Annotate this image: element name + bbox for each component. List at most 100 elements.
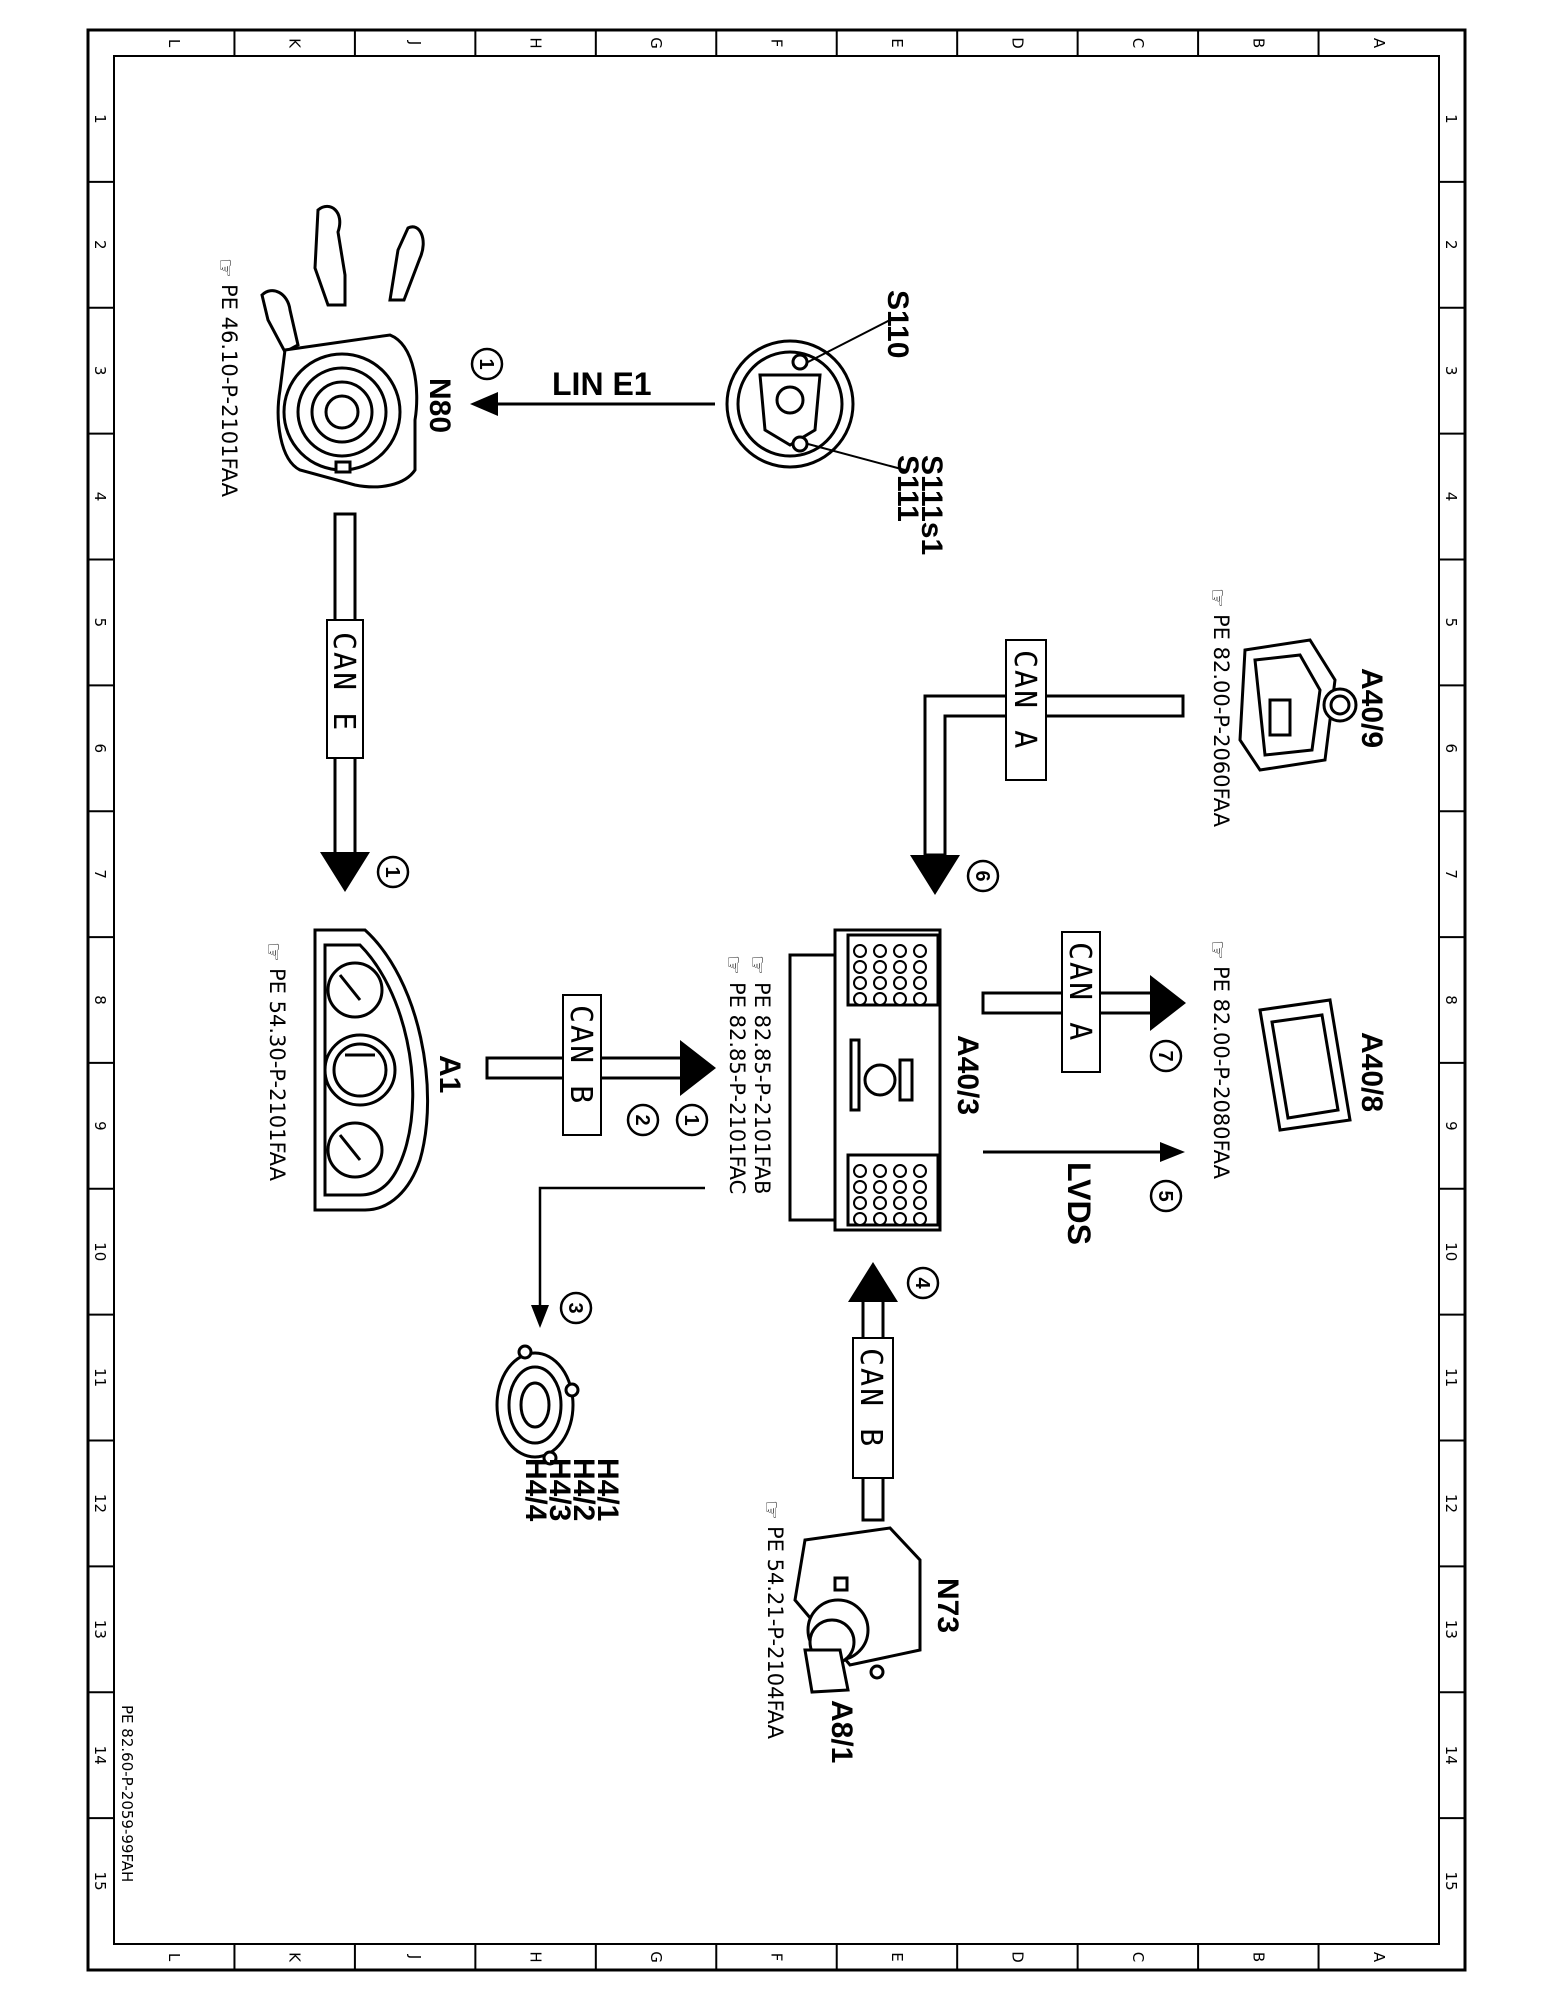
a8-1-label: A8/1 (825, 1700, 858, 1763)
marker-3: 3 (559, 1291, 593, 1325)
grid-row-label: 12 (91, 1494, 109, 1513)
lvds-connection: LVDS (983, 1142, 1185, 1245)
head-unit-button-dot (913, 960, 927, 974)
grid-row-label: 8 (91, 995, 109, 1005)
svg-text:PE 54.30-P-2101FAA: PE 54.30-P-2101FAA (265, 968, 289, 1182)
svg-text:7: 7 (1154, 1050, 1176, 1061)
svg-text:H4/3: H4/3 (543, 1458, 576, 1521)
grid-column-label: L (165, 39, 183, 48)
svg-text:PE 46.10-P-2101FAA: PE 46.10-P-2101FAA (217, 284, 241, 498)
grid-column-label: B (1249, 38, 1267, 48)
head-unit-button-dot (853, 992, 867, 1006)
h4-speaker-drawing (495, 1344, 580, 1466)
grid-column-label: C (1129, 38, 1147, 48)
can-a-bus-a40-9: CAN A (910, 639, 1185, 895)
svg-text:H4/1: H4/1 (591, 1458, 624, 1521)
grid-column-label: J (406, 40, 424, 45)
reference-pointer-icon: ☞ (759, 1500, 784, 1520)
svg-text:PE 82.85-P-2101FAC: PE 82.85-P-2101FAC (725, 982, 749, 1194)
head-unit-button-dot (873, 976, 887, 990)
document-reference: PE 82.60-P-2059-99FAH (118, 1705, 136, 1882)
svg-text:H4/4: H4/4 (519, 1458, 552, 1522)
n80-steering-column-module-drawing (260, 204, 425, 489)
head-unit-button-dot (853, 1180, 867, 1194)
a40-9-label: A40/9 (1355, 668, 1388, 748)
a40-3-label: A40/3 (951, 1035, 984, 1115)
grid-column-label: E (888, 1952, 906, 1961)
marker-5: 5 (1149, 1179, 1183, 1213)
grid-column-label: H (527, 1951, 545, 1962)
can-b-a1-label: CAN B (563, 1005, 598, 1105)
grid-column-label: J (406, 1954, 424, 1959)
s110-label: S110 (881, 290, 914, 358)
grid-column-label: K (286, 1952, 304, 1963)
a1-reference: ☞ PE 54.30-P-2101FAA (261, 942, 289, 1182)
head-unit-button-dot (893, 976, 907, 990)
head-unit-button-dot (913, 944, 927, 958)
head-unit-button-dot (873, 1180, 887, 1194)
marker-4: 4 (906, 1266, 940, 1300)
grid-row-label: 1 (91, 114, 109, 124)
a40-3-references: ☞ PE 82.85-P-2101FAB ☞ PE 82.85-P-2101FA… (721, 955, 774, 1194)
steering-wheel-drawing (725, 319, 906, 471)
a40-8-reference: ☞ PE 82.00-P-2080FAA (1205, 940, 1233, 1180)
can-e-bus: CAN E (320, 512, 370, 892)
head-unit-button-dot (893, 1212, 907, 1226)
head-unit-button-dot (893, 960, 907, 974)
grid-row-label: 2 (1442, 240, 1460, 250)
grid-row-label: 4 (91, 492, 109, 502)
grid-row-label: 2 (91, 240, 109, 250)
grid-column-label: D (1008, 37, 1026, 49)
svg-text:1: 1 (680, 1114, 702, 1125)
svg-text:PE 82.00-P-2080FAA: PE 82.00-P-2080FAA (1209, 966, 1233, 1180)
marker-1-can-e: 1 (376, 855, 410, 889)
head-unit-button-dot (873, 1212, 887, 1226)
a1-instrument-cluster-drawing (313, 928, 430, 1212)
head-unit-button-dot (893, 992, 907, 1006)
lin-e1-connection (470, 392, 715, 416)
svg-text:PE 54.21-P-2104FAA: PE 54.21-P-2104FAA (763, 1526, 787, 1740)
head-unit-button-dot (913, 1180, 927, 1194)
a40-8-label: A40/8 (1355, 1032, 1388, 1112)
svg-text:2: 2 (631, 1114, 653, 1125)
can-b-bus-a1: CAN B (485, 994, 716, 1136)
grid-column-label: F (768, 39, 786, 48)
head-unit-button-dot (853, 1196, 867, 1210)
svg-text:6: 6 (971, 870, 993, 881)
n73-ignition-switch-drawing (793, 1526, 922, 1694)
grid-column-label: D (1008, 1951, 1026, 1963)
marker-2-a1: 2 (626, 1103, 660, 1137)
a40-9-module-drawing (1238, 638, 1358, 772)
head-unit-button-dot (873, 992, 887, 1006)
svg-text:1: 1 (475, 358, 497, 369)
n80-reference: ☞ PE 46.10-P-2101FAA (213, 258, 241, 498)
can-b-bus-n73: CAN B (848, 1262, 898, 1522)
head-unit-button-dot (913, 1164, 927, 1178)
head-unit-button-dot (873, 1164, 887, 1178)
grid-column-label: G (647, 1951, 665, 1963)
grid-row-label: 15 (91, 1872, 109, 1891)
grid-column-label: K (286, 38, 304, 49)
a1-label: A1 (433, 1055, 466, 1093)
head-unit-button-dot (853, 960, 867, 974)
n73-reference: ☞ PE 54.21-P-2104FAA (759, 1500, 787, 1740)
grid-column-label: B (1249, 1952, 1267, 1962)
a40-9-reference: ☞ PE 82.00-P-2060FAA (1205, 588, 1233, 828)
grid-column-label: E (888, 38, 906, 47)
grid-column-label: F (768, 1953, 786, 1962)
head-unit-button-dot (893, 1164, 907, 1178)
grid-row-label: 9 (1442, 1121, 1460, 1131)
grid-row-label: 14 (1442, 1746, 1460, 1765)
reference-pointer-icon: ☞ (1205, 588, 1230, 608)
head-unit-button-dot (913, 1212, 927, 1226)
a40-3-button-dots (853, 944, 927, 1226)
svg-text:PE 82.00-P-2060FAA: PE 82.00-P-2060FAA (1209, 614, 1233, 828)
lin-e1-label: LIN E1 (552, 366, 652, 402)
svg-text:4: 4 (911, 1277, 933, 1289)
marker-6: 6 (966, 859, 1000, 893)
can-b-n73-label: CAN B (853, 1348, 888, 1448)
a40-8-display-drawing (1258, 998, 1352, 1132)
lvds-label: LVDS (1061, 1162, 1097, 1245)
